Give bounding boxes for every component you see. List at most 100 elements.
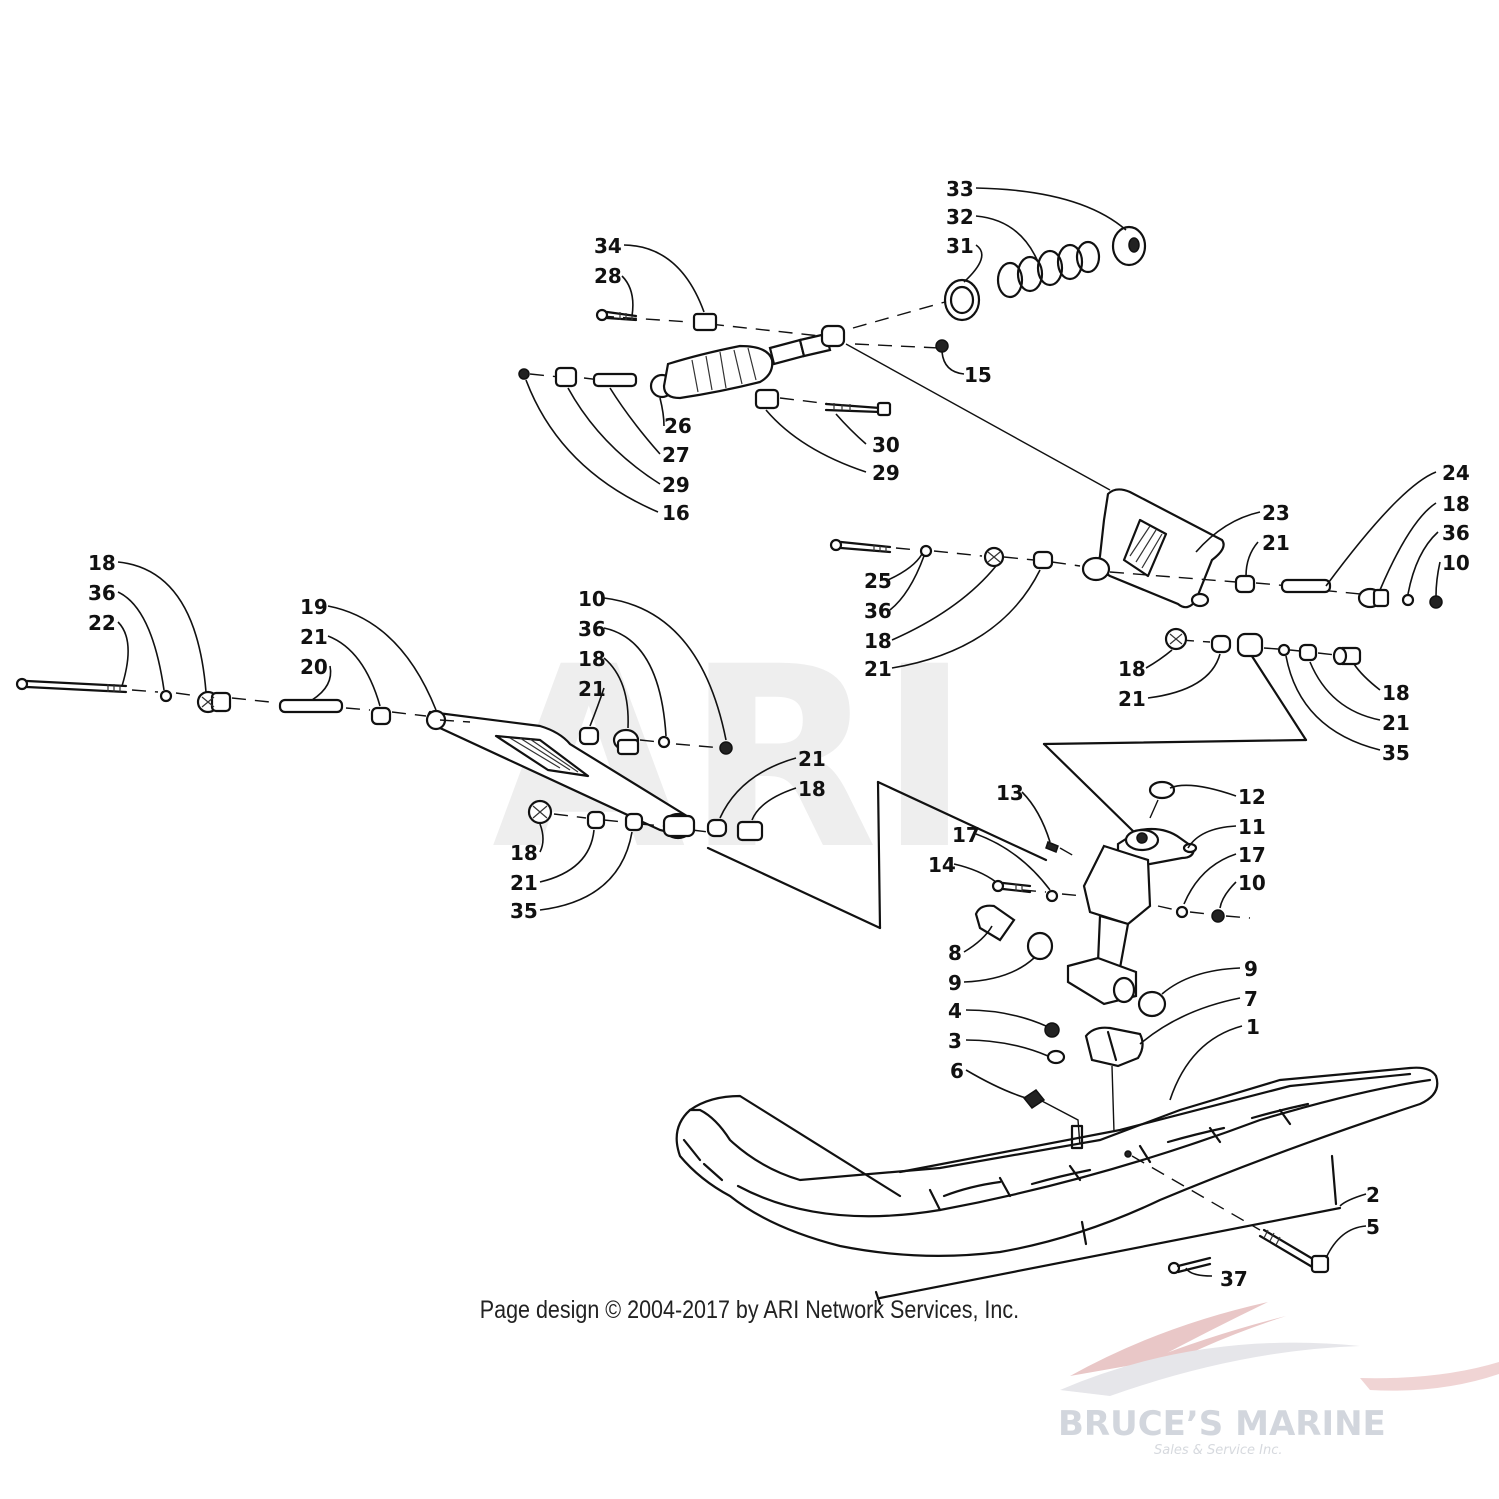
callout-18-r1: 18 <box>1442 492 1470 516</box>
callout-30: 30 <box>872 433 900 457</box>
washer-36-l1 <box>159 689 173 703</box>
washer-35-l <box>624 812 644 832</box>
nut-15 <box>935 339 949 353</box>
callout-22: 22 <box>88 611 116 635</box>
callout-21-l2: 21 <box>578 677 606 701</box>
stop-7 <box>1084 1026 1144 1068</box>
bolt-5 <box>1258 1228 1330 1274</box>
washer-36-r1 <box>919 544 933 558</box>
right-arm-lower-hardware <box>1164 627 1362 666</box>
callout-33-top: 33 <box>946 177 974 201</box>
bolt-30 <box>824 401 892 417</box>
arm-pivot-boss-l <box>662 814 696 838</box>
washer-17-a <box>1045 889 1059 903</box>
bolt-28 <box>595 308 638 322</box>
callout-21-l3: 21 <box>798 747 826 771</box>
callout-21-r4: 21 <box>1382 711 1410 735</box>
callout-36-r2: 36 <box>864 599 892 623</box>
callout-18-l2: 18 <box>578 647 606 671</box>
callout-36-r1: 36 <box>1442 521 1470 545</box>
bushing-9-b <box>1137 990 1167 1018</box>
ski-1 <box>675 1066 1439 1306</box>
bolt-22 <box>15 677 128 694</box>
bolt-14 <box>991 879 1032 894</box>
bushing-18-r4 <box>1332 646 1362 666</box>
right-arm-upper-hardware <box>829 538 1443 609</box>
callout-35-l: 35 <box>510 899 538 923</box>
bolt-25 <box>829 538 892 554</box>
callout-36-l1: 36 <box>88 581 116 605</box>
callout-11: 11 <box>1238 815 1266 839</box>
spacer-21-l1 <box>370 706 392 726</box>
washer-3 <box>1046 1049 1066 1065</box>
sleeve-8 <box>974 904 1016 942</box>
shock-assembly <box>518 225 1147 417</box>
bushing-18-l1 <box>196 690 232 714</box>
spacer-21-l4 <box>706 818 728 838</box>
bushing-29-right <box>754 388 780 410</box>
bushing-18-l2 <box>612 728 640 756</box>
callout-18-r3: 18 <box>1118 657 1146 681</box>
sleeve-27 <box>592 372 638 388</box>
callout-6: 6 <box>950 1059 964 1083</box>
callout-21-l4: 21 <box>510 871 538 895</box>
bracket-6 <box>1022 1088 1046 1110</box>
callout-36-l2: 36 <box>578 617 606 641</box>
spacer-21-r2 <box>1234 574 1256 594</box>
callout-9-b: 9 <box>1244 957 1258 981</box>
callout-17-a: 17 <box>952 823 980 847</box>
bushing-18-r3 <box>1164 627 1188 651</box>
shock-link-line <box>845 343 1111 491</box>
callout-25: 25 <box>864 569 892 593</box>
callout-18-l4: 18 <box>510 841 538 865</box>
callout-labels: 33 32 31 34 28 15 26 27 29 16 30 29 24 2… <box>88 177 1470 1291</box>
cap-12 <box>1148 780 1176 800</box>
callout-28: 28 <box>594 264 622 288</box>
spacer-21-l3 <box>586 810 606 830</box>
arm-pivot-boss <box>1236 632 1264 658</box>
callout-15: 15 <box>964 363 992 387</box>
callout-7: 7 <box>1244 987 1258 1011</box>
copyright-notice: Page design © 2004-2017 by ARI Network S… <box>479 1296 1020 1324</box>
left-arm-lower-hardware <box>527 799 764 842</box>
callout-10-r1: 10 <box>1442 551 1470 575</box>
callout-34: 34 <box>594 234 622 258</box>
leader-lines <box>117 187 1441 1277</box>
shaft-24 <box>1280 578 1332 594</box>
callout-18-l3: 18 <box>798 777 826 801</box>
left-arm-upper-hardware <box>15 677 471 726</box>
spacer-21-r4 <box>1298 643 1318 662</box>
callout-31-top: 31 <box>946 234 974 258</box>
shaft-20 <box>278 698 344 714</box>
callout-9-a: 9 <box>948 971 962 995</box>
cotter-pin-37 <box>1167 1256 1212 1275</box>
callout-3: 3 <box>948 1029 962 1053</box>
bushing-18-l4 <box>736 820 764 842</box>
callout-4: 4 <box>948 999 962 1023</box>
callout-10-l: 10 <box>578 587 606 611</box>
left-arm-middle-hardware <box>578 726 733 756</box>
right-control-arm-23 <box>1042 488 1308 834</box>
callout-27: 27 <box>662 443 690 467</box>
callout-14: 14 <box>928 853 956 877</box>
callout-21-r2: 21 <box>864 657 892 681</box>
callout-10-b: 10 <box>1238 871 1266 895</box>
callout-23: 23 <box>1262 501 1290 525</box>
washer-17-b <box>1175 905 1189 919</box>
spacer-21-r1 <box>1032 550 1054 570</box>
callout-29a: 29 <box>662 473 690 497</box>
callout-21-l1: 21 <box>300 625 328 649</box>
nut-10-r1 <box>1429 595 1443 609</box>
spring-32 <box>996 240 1101 299</box>
grease-fitting-13 <box>1045 841 1059 853</box>
callout-35-r: 35 <box>1382 741 1410 765</box>
callout-20: 20 <box>300 655 328 679</box>
callout-19: 19 <box>300 595 328 619</box>
callout-18-r2: 18 <box>864 629 892 653</box>
washer-35-r <box>1277 643 1291 657</box>
callout-21-r3: 21 <box>1118 687 1146 711</box>
callout-29b: 29 <box>872 461 900 485</box>
bushing-18-l3 <box>527 799 553 825</box>
callout-18-r4: 18 <box>1382 681 1410 705</box>
